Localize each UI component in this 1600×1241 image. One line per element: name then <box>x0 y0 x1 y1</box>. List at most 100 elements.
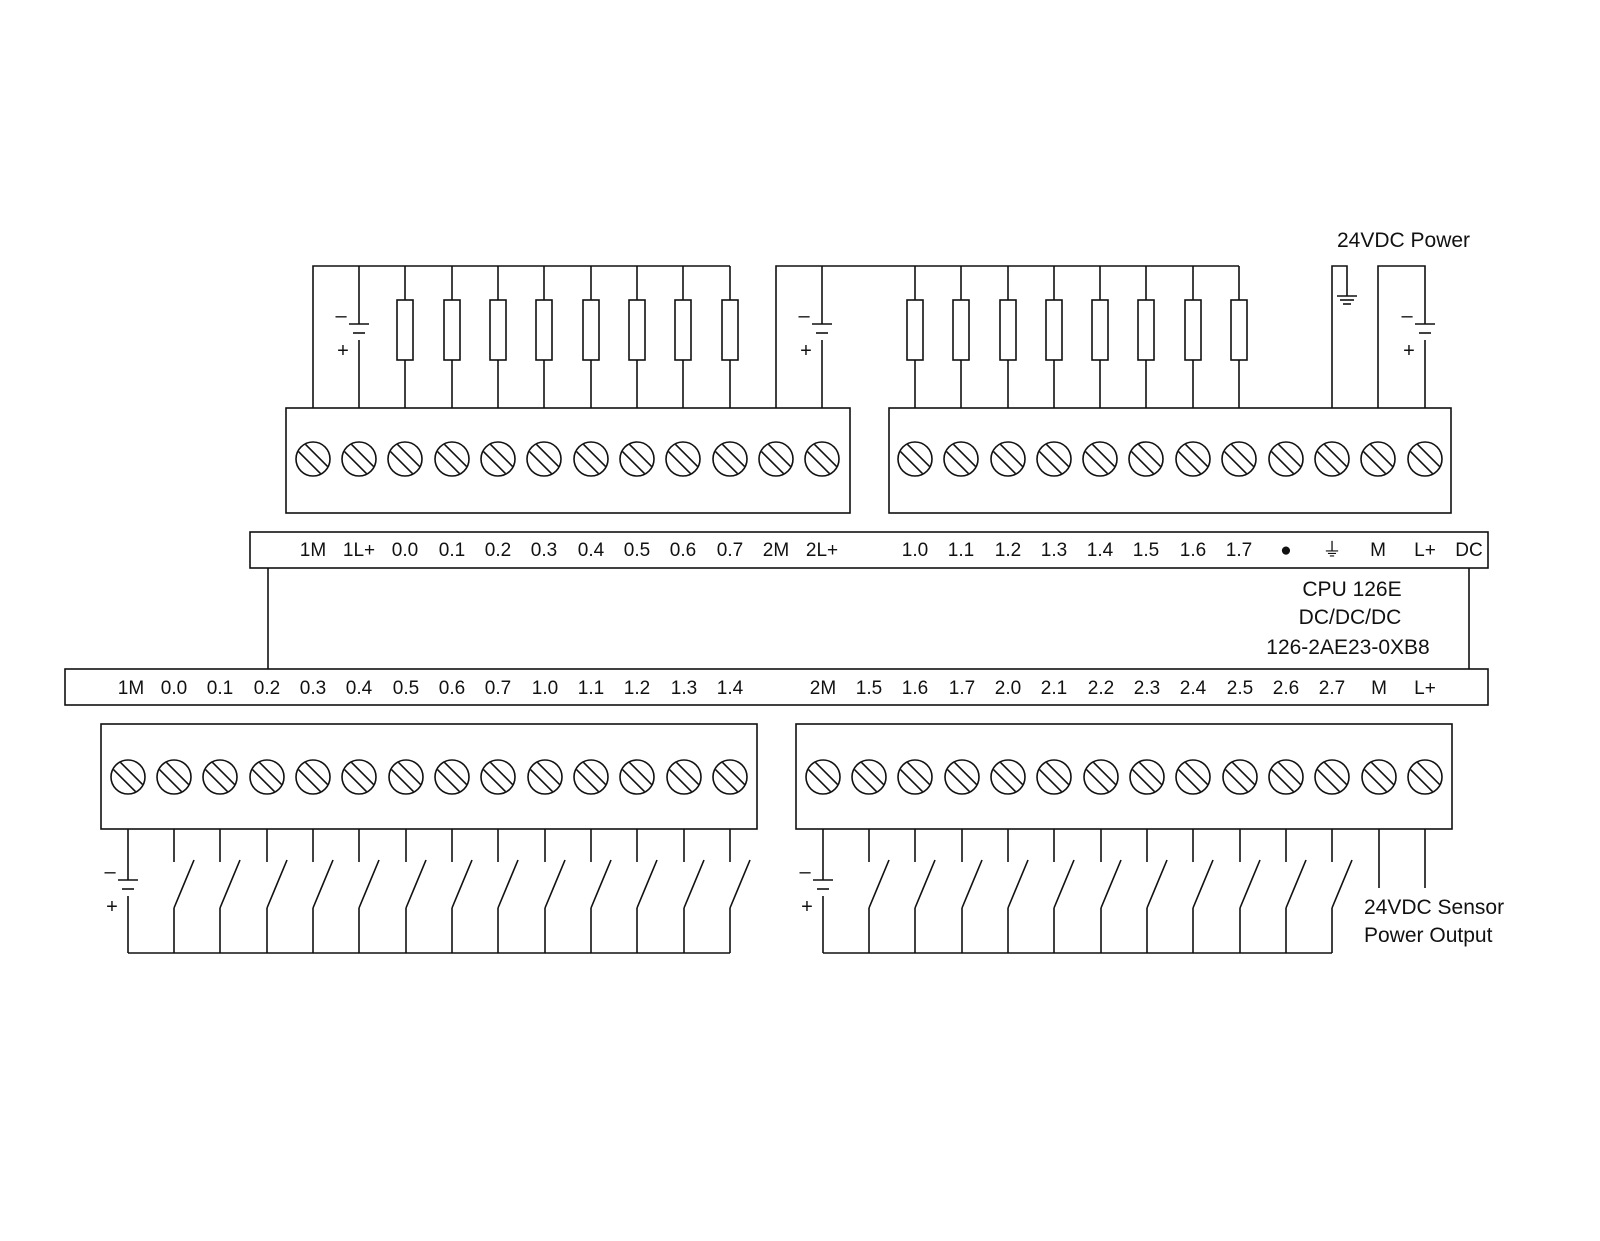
switch-contact-icon <box>868 859 890 909</box>
screw-terminal-icon <box>295 441 331 477</box>
lower-terminal-label: 2.4 <box>1180 678 1207 699</box>
lower-terminal-label: 1.7 <box>949 678 975 699</box>
screw-terminal-icon <box>480 441 516 477</box>
screw-terminal-icon <box>990 441 1026 477</box>
resistor-load-icon <box>952 299 970 361</box>
upper-left-terminal-block <box>285 407 851 514</box>
screw-terminal-icon <box>110 759 146 795</box>
upper-terminal-label: 2M <box>763 540 789 561</box>
screw-terminal-icon <box>897 441 933 477</box>
switch-contact-icon <box>729 859 751 909</box>
screw-terminal-icon <box>1082 441 1118 477</box>
screw-terminal-icon <box>1083 759 1119 795</box>
upper-terminal-label: 0.2 <box>485 540 511 561</box>
switch-contact-icon <box>683 859 705 909</box>
switch-contact-icon <box>451 859 473 909</box>
lower-terminal-label: 1.2 <box>624 678 650 699</box>
screw-terminal-icon <box>341 759 377 795</box>
upper-terminal-label: 1.5 <box>1133 540 1159 561</box>
screw-terminal-icon <box>1361 759 1397 795</box>
cpu-type: DC/DC/DC <box>1299 606 1402 629</box>
screw-terminal-icon <box>387 441 423 477</box>
switch-contact-icon <box>1053 859 1075 909</box>
switch-contact-icon <box>1331 859 1353 909</box>
screw-terminal-icon <box>1268 441 1304 477</box>
screw-terminal-icon <box>1128 441 1164 477</box>
upper-terminal-label: 1L+ <box>343 540 375 561</box>
upper-terminal-label: ● <box>1280 540 1291 561</box>
screw-terminal-icon <box>1360 441 1396 477</box>
switch-contact-icon <box>1239 859 1261 909</box>
lower-left-terminal-block <box>100 723 758 830</box>
upper-terminal-label: 1.1 <box>948 540 974 561</box>
resistor-load-icon <box>535 299 553 361</box>
switch-contact-icon <box>312 859 334 909</box>
lower-terminal-label: 1.5 <box>856 678 882 699</box>
screw-terminal-icon <box>1175 759 1211 795</box>
lower-terminal-label: 2.7 <box>1319 678 1345 699</box>
upper-terminal-label: 1.6 <box>1180 540 1206 561</box>
screw-terminal-icon <box>480 759 516 795</box>
resistor-load-icon <box>489 299 507 361</box>
screw-terminal-icon <box>619 441 655 477</box>
screw-terminal-icon <box>665 441 701 477</box>
screw-terminal-icon <box>341 441 377 477</box>
screw-terminal-icon <box>619 759 655 795</box>
screw-terminal-icon <box>712 759 748 795</box>
screw-terminal-icon <box>1222 759 1258 795</box>
sensor-label-line2: Power Output <box>1364 924 1493 947</box>
switch-contact-icon <box>1285 859 1307 909</box>
upper-terminal-label: 0.6 <box>670 540 696 561</box>
power-label: 24VDC Power <box>1337 229 1470 252</box>
screw-terminal-icon <box>249 759 285 795</box>
switch-contact-icon <box>173 859 195 909</box>
lower-terminal-label: 2.6 <box>1273 678 1299 699</box>
upper-terminal-label: 1.2 <box>995 540 1021 561</box>
battery-plus-sign: + <box>801 896 813 918</box>
switch-contact-icon <box>961 859 983 909</box>
screw-terminal-icon <box>295 759 331 795</box>
lower-terminal-label: 2.2 <box>1088 678 1114 699</box>
upper-terminal-label: 0.5 <box>624 540 650 561</box>
resistor-load-icon <box>443 299 461 361</box>
upper-terminal-label: 0.3 <box>531 540 557 561</box>
resistor-load-icon <box>1230 299 1248 361</box>
screw-terminal-icon <box>712 441 748 477</box>
lower-terminal-label: 2M <box>810 678 836 699</box>
lower-terminal-label: 0.1 <box>207 678 233 699</box>
screw-terminal-icon <box>526 441 562 477</box>
switch-contact-icon <box>1146 859 1168 909</box>
lower-label-strip <box>64 668 1489 706</box>
lower-right-terminal-block <box>795 723 1453 830</box>
upper-terminal-label: 1.3 <box>1041 540 1067 561</box>
lower-terminal-label: 1.1 <box>578 678 604 699</box>
screw-terminal-icon <box>1129 759 1165 795</box>
battery-plus-sign: + <box>1403 340 1415 362</box>
upper-terminal-label: 0.4 <box>578 540 605 561</box>
upper-terminal-label: ⏚ <box>1322 540 1341 561</box>
lower-terminal-label: 1.3 <box>671 678 697 699</box>
cpu-name: CPU 126E <box>1302 578 1401 601</box>
lower-terminal-label: 2.5 <box>1227 678 1253 699</box>
upper-terminal-label: 0.1 <box>439 540 465 561</box>
upper-terminal-label: 1.7 <box>1226 540 1252 561</box>
resistor-load-icon <box>582 299 600 361</box>
battery-minus-sign: – <box>798 305 810 327</box>
upper-label-strip <box>249 531 1489 569</box>
screw-terminal-icon <box>434 759 470 795</box>
screw-terminal-icon <box>1268 759 1304 795</box>
screw-terminal-icon <box>527 759 563 795</box>
ground-wire <box>1331 265 1348 408</box>
upper-terminal-label: DC <box>1455 540 1482 561</box>
switch-contact-icon <box>636 859 658 909</box>
upper-right-common-wire <box>775 265 1239 408</box>
upper-left-common-wire <box>312 265 730 408</box>
battery-plus-sign: + <box>800 340 812 362</box>
screw-terminal-icon <box>805 759 841 795</box>
lower-terminal-label: 0.5 <box>393 678 419 699</box>
resistor-load-icon <box>1137 299 1155 361</box>
lower-terminal-label: M <box>1371 678 1387 699</box>
lower-terminal-label: 1.4 <box>717 678 744 699</box>
screw-terminal-icon <box>804 441 840 477</box>
